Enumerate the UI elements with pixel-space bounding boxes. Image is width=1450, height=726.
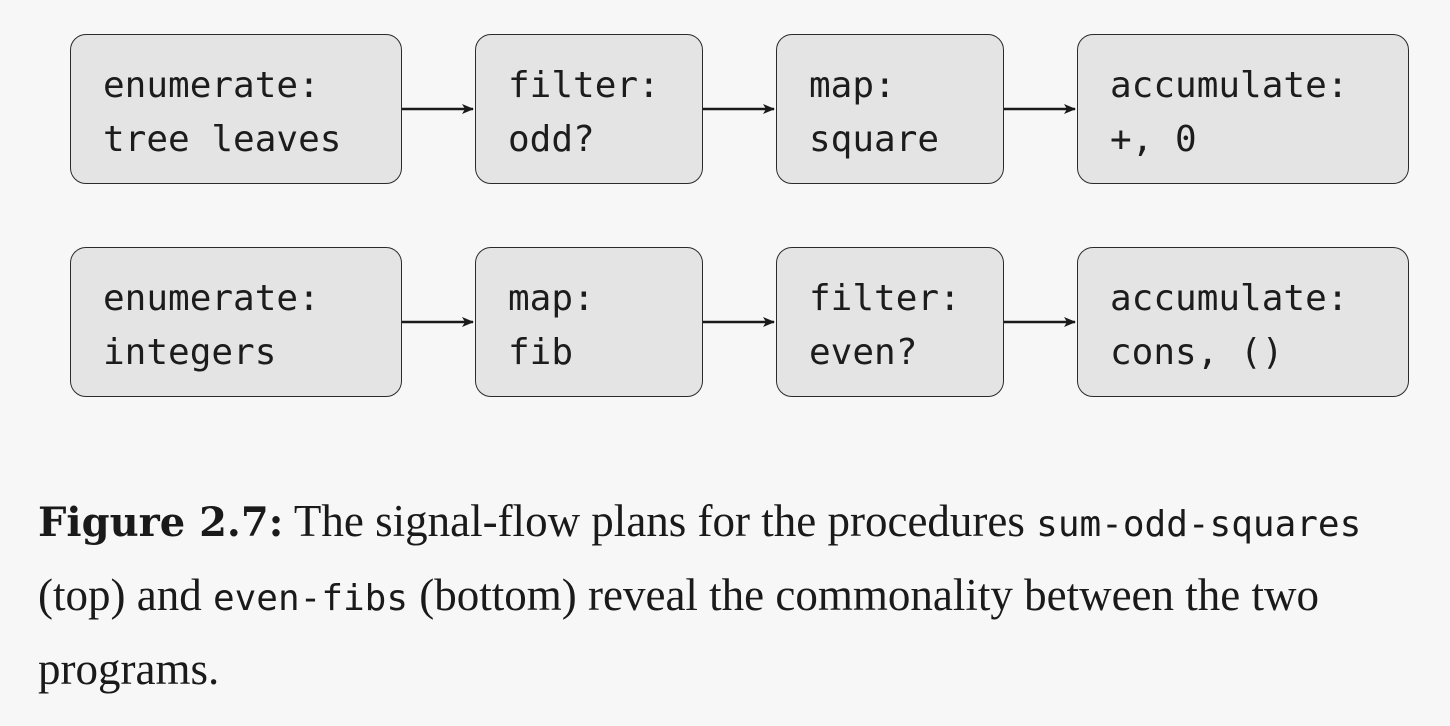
- stage-operation: filter:: [508, 65, 660, 106]
- caption-text: The signal-flow plans for the procedures: [283, 496, 1037, 546]
- stage-operation: map:: [508, 278, 595, 319]
- caption-code-even-fibs: even-fibs: [212, 578, 409, 619]
- stage-argument: even?: [809, 332, 918, 373]
- stage-operation: accumulate:: [1110, 278, 1349, 319]
- stage-argument: cons, (): [1110, 332, 1284, 373]
- stage-operation: map:: [809, 65, 896, 106]
- caption-text: (top) and: [38, 570, 213, 620]
- top-stage-filter: filter: odd?: [475, 34, 703, 184]
- stage-operation: accumulate:: [1110, 65, 1349, 106]
- stage-argument: fib: [508, 332, 574, 373]
- bottom-stage-map: map: fib: [475, 247, 703, 397]
- top-stage-accumulate: accumulate: +, 0: [1077, 34, 1409, 184]
- bottom-stage-filter: filter: even?: [776, 247, 1004, 397]
- stage-argument: tree leaves: [103, 119, 342, 160]
- figure-caption: Figure 2.7: The signal-flow plans for th…: [38, 486, 1423, 705]
- bottom-stage-accumulate: accumulate: cons, (): [1077, 247, 1409, 397]
- signal-flow-diagram: enumerate: tree leaves filter: odd? map:…: [70, 34, 1409, 397]
- flow-arrows: [402, 104, 1076, 327]
- stage-operation: enumerate:: [103, 65, 320, 106]
- top-stage-map: map: square: [776, 34, 1004, 184]
- stage-operation: enumerate:: [103, 278, 320, 319]
- stage-argument: +, 0: [1110, 119, 1197, 160]
- caption-text: (bottom) reveal the commonality between …: [38, 570, 1319, 694]
- bottom-stage-enumerate: enumerate: integers: [70, 247, 402, 397]
- stage-argument: square: [809, 119, 940, 160]
- caption-code-sum-odd-squares: sum-odd-squares: [1036, 504, 1362, 545]
- stage-argument: odd?: [508, 119, 595, 160]
- stage-operation: filter:: [809, 278, 961, 319]
- stage-argument: integers: [103, 332, 277, 373]
- figure-label: Figure 2.7:: [38, 499, 284, 546]
- top-stage-enumerate: enumerate: tree leaves: [70, 34, 402, 184]
